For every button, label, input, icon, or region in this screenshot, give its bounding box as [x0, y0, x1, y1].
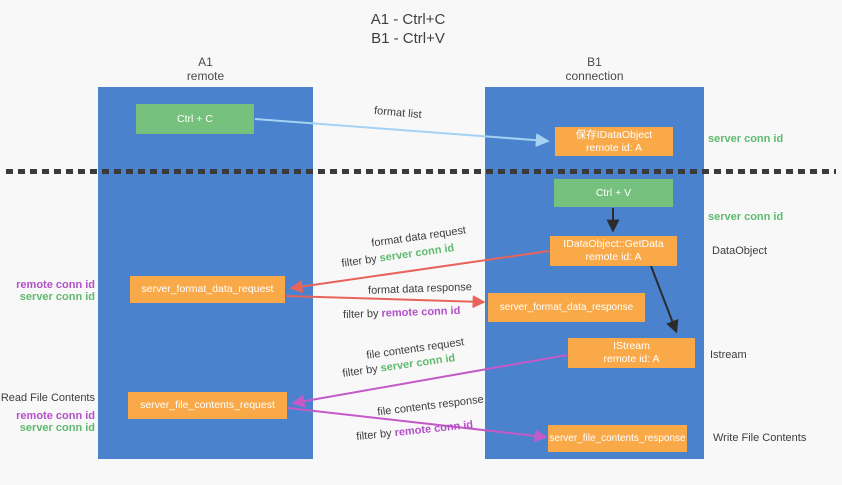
side-label-read-file-contents-group: Read File Contents remote conn id server… [0, 392, 95, 434]
side-label-server-conn-id-left-top: server conn id [19, 291, 95, 303]
label-filter-server-conn-id-1: filter by server conn id [340, 242, 456, 270]
node-istream-line2: remote id: A [603, 353, 660, 365]
lifeline-b1-header: B1 connection [485, 55, 704, 83]
side-label-server-conn-id-left-bottom: server conn id [19, 422, 95, 434]
side-label-server-conn-id-mid: server conn id [708, 211, 784, 223]
title-line-1: A1 - Ctrl+C [370, 11, 446, 28]
node-ctrl-v: Ctrl + V [554, 179, 673, 207]
node-server-format-data-response-label: server_format_data_response [499, 302, 634, 313]
node-server-format-data-request: server_format_data_request [130, 276, 285, 303]
node-getdata-line2: remote id: A [585, 251, 642, 263]
node-server-format-data-request-label: server_format_data_request [141, 283, 274, 295]
side-label-istream: Istream [710, 349, 747, 361]
side-label-dataobject: DataObject [712, 245, 768, 257]
lifeline-a1-role: remote [186, 69, 225, 83]
node-server-file-contents-response: server_file_contents_response [548, 425, 687, 452]
lifeline-a1-id: A1 [198, 55, 213, 69]
arrow-format-data-response [285, 295, 486, 309]
side-label-write-file-contents: Write File Contents [713, 432, 807, 444]
label-format-list: format list [373, 104, 423, 122]
node-server-format-data-response: server_format_data_response [488, 293, 645, 322]
lifeline-b1-role: connection [565, 69, 624, 83]
side-label-remote-conn-id-bottom: remote conn id [16, 410, 95, 422]
title-line-2: B1 - Ctrl+V [371, 30, 445, 47]
dotted-separator-line [6, 169, 836, 174]
node-ctrl-v-label: Ctrl + V [595, 186, 632, 199]
node-server-file-contents-response-label: server_file_contents_response [549, 433, 686, 444]
node-istream-line1: IStream [613, 340, 650, 352]
node-ctrl-c-label: Ctrl + C [177, 112, 213, 125]
lifeline-a1-header: A1 remote [98, 55, 313, 83]
node-save-dataobject: 保存IDataObject remote id: A [555, 127, 673, 156]
node-istream: IStream remote id: A [568, 338, 695, 368]
label-filter-remote-conn-id-2: filter by remote conn id [355, 418, 474, 444]
node-save-dataobject-line2: remote id: A [585, 141, 643, 154]
label-filter-remote-conn-id-1: filter by remote conn id [342, 304, 461, 322]
node-getdata-line1: IDataObject::GetData [563, 238, 664, 250]
side-label-server-conn-id-top: server conn id [708, 133, 784, 145]
diagram-title: A1 - Ctrl+C B1 - Ctrl+V [308, 10, 508, 48]
label-file-contents-response: file contents response [376, 393, 485, 419]
label-format-data-response: format data response [367, 281, 473, 297]
node-save-dataobject-line1: 保存IDataObject [575, 128, 653, 141]
lifeline-b1-id: B1 [587, 55, 602, 69]
side-label-conn-ids-top: remote conn id server conn id [0, 279, 95, 303]
node-server-file-contents-request-label: server_file_contents_request [140, 399, 275, 411]
node-getdata: IDataObject::GetData remote id: A [550, 236, 677, 266]
side-label-read-file-contents: Read File Contents [0, 392, 95, 404]
node-ctrl-c: Ctrl + C [136, 104, 254, 134]
side-label-remote-conn-id-top: remote conn id [16, 279, 95, 291]
node-server-file-contents-request: server_file_contents_request [128, 392, 287, 419]
